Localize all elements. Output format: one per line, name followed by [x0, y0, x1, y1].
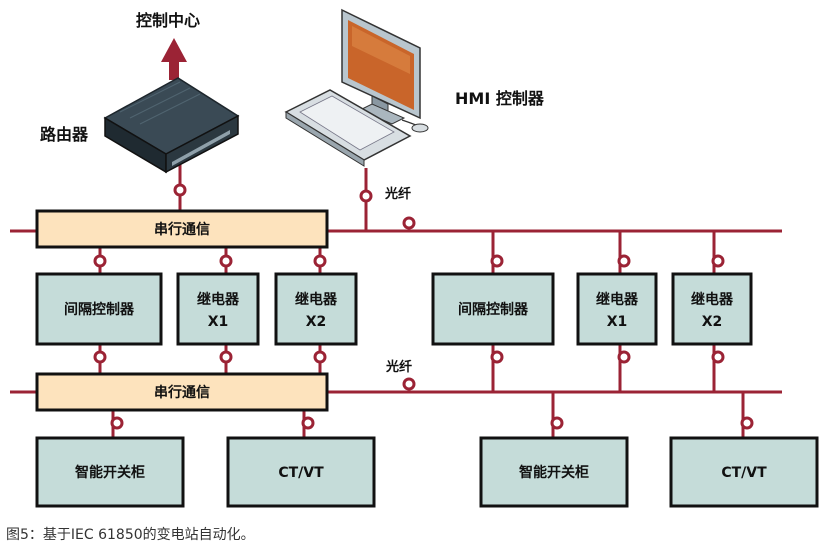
- bus-box-top: 串行通信: [35, 209, 329, 249]
- connector-icon: [740, 416, 754, 430]
- bus-box-bottom: 串行通信: [35, 372, 329, 412]
- right-switchgear: 智能开关柜: [479, 436, 629, 508]
- left-bay-controller: 间隔控制器: [35, 272, 163, 346]
- left-relay-x1: 继电器 X1: [176, 272, 260, 346]
- fiber-label-mid: 光纤: [385, 359, 412, 375]
- right-relay-x1: 继电器 X1: [576, 272, 658, 346]
- connector-icon: [617, 350, 631, 364]
- connector-icon: [402, 377, 416, 391]
- connector-loops: [93, 183, 754, 430]
- connector-icon: [711, 350, 725, 364]
- arrow-up-icon: [161, 38, 187, 80]
- left-relay-x2-id: X2: [306, 314, 327, 330]
- connector-icon: [93, 350, 107, 364]
- connector-icon: [711, 254, 725, 268]
- connector-icon: [490, 254, 504, 268]
- hmi-label: HMI 控制器: [455, 89, 545, 108]
- right-relay-x1-id: X1: [607, 314, 628, 330]
- connector-icon: [219, 350, 233, 364]
- computer-icon: [284, 8, 429, 167]
- left-ct-vt: CT/VT: [226, 436, 376, 508]
- right-bay-controller: 间隔控制器: [431, 272, 555, 346]
- left-relay-x2: 继电器 X2: [274, 272, 358, 346]
- connector-icon: [617, 254, 631, 268]
- connector-icon: [359, 189, 373, 203]
- connector-icon: [402, 216, 416, 230]
- right-bay-controller-label: 间隔控制器: [458, 301, 529, 318]
- right-relay-x1-label: 继电器: [596, 291, 639, 308]
- substation-diagram: 控制中心 路由器 HMI 控制器 光纤 光纤 串行通信 串行通信 间隔控制器 继…: [10, 8, 819, 508]
- connector-icon: [110, 416, 124, 430]
- figure-caption: 图5：基于IEC 61850的变电站自动化。: [6, 527, 255, 543]
- fiber-label-top: 光纤: [384, 186, 411, 202]
- control-center-label: 控制中心: [136, 11, 200, 30]
- right-relay-x2-id: X2: [702, 314, 723, 330]
- right-switchgear-label: 智能开关柜: [518, 464, 589, 481]
- connector-icon: [550, 416, 564, 430]
- left-ct-vt-label: CT/VT: [278, 465, 324, 481]
- right-ct-vt: CT/VT: [669, 436, 819, 508]
- right-ct-vt-label: CT/VT: [721, 465, 767, 481]
- left-switchgear: 智能开关柜: [35, 436, 185, 508]
- router-label: 路由器: [40, 125, 89, 144]
- connector-icon: [93, 254, 107, 268]
- connector-icon: [219, 254, 233, 268]
- router-icon: [103, 77, 240, 174]
- left-switchgear-label: 智能开关柜: [74, 464, 145, 481]
- connector-icon: [173, 183, 187, 197]
- left-relay-x2-label: 继电器: [295, 291, 338, 308]
- right-relay-x2: 继电器 X2: [671, 272, 753, 346]
- left-bay-controller-label: 间隔控制器: [64, 301, 135, 318]
- left-relay-x1-id: X1: [208, 314, 229, 330]
- connector-icon: [313, 254, 327, 268]
- bus-box-top-label: 串行通信: [154, 221, 210, 238]
- right-relay-x2-label: 继电器: [691, 291, 734, 308]
- connector-icon: [490, 350, 504, 364]
- left-relay-x1-label: 继电器: [197, 291, 240, 308]
- connector-icon: [313, 350, 327, 364]
- connector-icon: [301, 416, 315, 430]
- bus-box-bottom-label: 串行通信: [154, 384, 210, 401]
